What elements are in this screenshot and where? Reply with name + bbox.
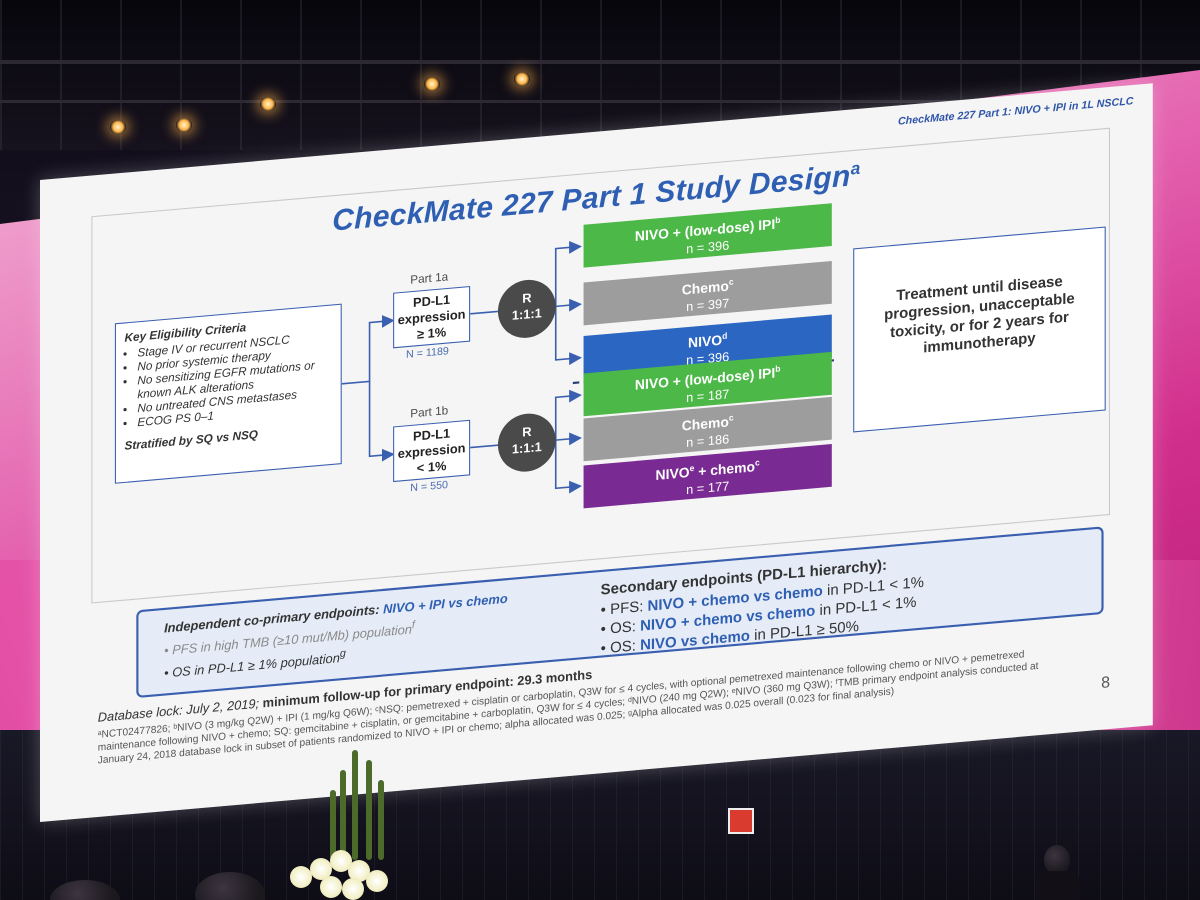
- emergency-sign: [728, 808, 754, 834]
- arm-sup: c: [728, 412, 734, 423]
- flow-connectors: [341, 241, 582, 494]
- stage-spotlight: [260, 97, 276, 111]
- audience-head: [50, 880, 120, 900]
- flower-arrangement: [270, 750, 420, 900]
- slide-page-number: 8: [1101, 673, 1110, 693]
- arm-sup: c: [728, 277, 734, 288]
- part-1a-pdl1-box: PD-L1 expression ≥ 1%: [393, 285, 471, 349]
- speaker-silhouette: [1036, 845, 1080, 900]
- arm-sup: b: [775, 363, 781, 374]
- projected-slide: CheckMate 227 Part 1: NIVO + IPI in 1L N…: [40, 83, 1153, 822]
- part-1b-pdl1-box: PD-L1 expression < 1%: [393, 419, 471, 483]
- eligibility-list: Stage IV or recurrent NSCLC No prior sys…: [125, 330, 333, 432]
- truss-beam: [0, 60, 1200, 64]
- truss-beam: [0, 100, 1200, 103]
- arm-sup: b: [775, 215, 781, 226]
- eligibility-criteria-box: Key Eligibility Criteria Stage IV or rec…: [114, 303, 342, 484]
- stage-spotlight: [514, 72, 530, 86]
- stage-spotlight: [176, 118, 192, 132]
- arm-sup: d: [722, 331, 728, 342]
- arm-name: NIVO: [655, 464, 690, 484]
- arm-name: NIVO: [688, 331, 723, 351]
- treatment-duration-box: Treatment until disease progression, una…: [853, 226, 1106, 433]
- stage-spotlight: [424, 77, 440, 91]
- arm-sup: c: [755, 457, 760, 468]
- stage-spotlight: [110, 120, 126, 134]
